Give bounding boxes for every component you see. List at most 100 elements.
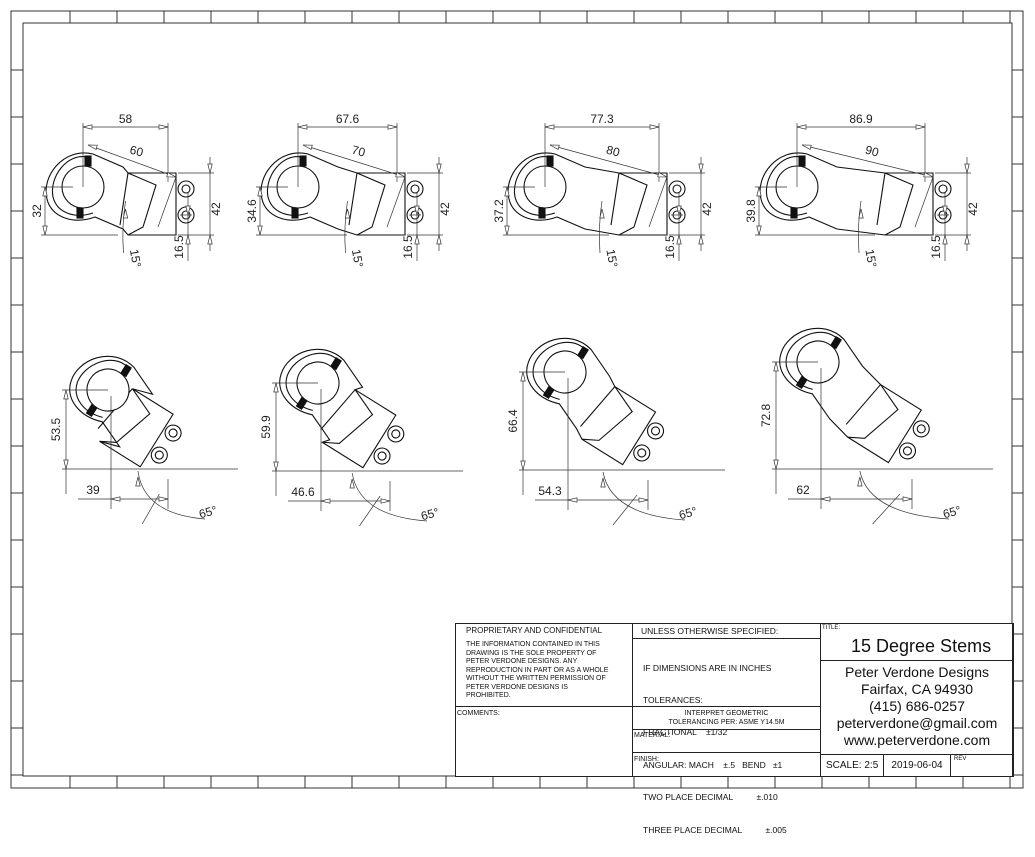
unless-header-cell: UNLESS OTHERWISE SPECIFIED: [632, 623, 821, 639]
dimension-arrow [185, 234, 191, 245]
clamp-slot [577, 346, 589, 360]
extension-line [612, 494, 638, 526]
dimension-arrow [185, 205, 191, 216]
extension-line [359, 495, 381, 527]
geometric-line: TOLERANCING PER: ASME Y14.5M [668, 719, 785, 726]
length-dimension-label: 77.3 [590, 112, 614, 126]
dimension-arrow [414, 234, 420, 245]
angle-label: 15° [603, 248, 620, 269]
angle-label: 65° [677, 504, 698, 522]
geometric-line: INTERPRET GEOMETRIC [684, 710, 769, 717]
clamp-slot [795, 375, 808, 390]
dimension-arrow [395, 172, 406, 178]
stem-body [507, 152, 686, 236]
bolt-hole [168, 428, 178, 438]
finish-cell[interactable]: FINISH: [632, 752, 821, 777]
proprietary-line: PROHIBITED. [466, 692, 511, 699]
offset-dimension-label: 16.5 [401, 235, 415, 259]
stem-body [759, 152, 952, 236]
proprietary-line: PETER VERDONE DESIGNS. ANY [466, 658, 578, 665]
clamp-height-label: 37.2 [492, 199, 506, 223]
bolt-hole [410, 184, 420, 194]
clamp-slot [538, 207, 546, 219]
proprietary-line: THE INFORMATION CONTAINED IN THIS [466, 641, 600, 648]
dimension-arrow [796, 124, 807, 130]
clamp-height-label: 39.8 [744, 199, 758, 223]
material-cell[interactable]: MATERIAL: [632, 729, 821, 753]
stem-rotated [779, 327, 930, 464]
dimension-arrow [42, 225, 48, 236]
dimension-arrow [756, 186, 762, 197]
angle-arc [859, 470, 950, 520]
angle-arc [137, 470, 206, 520]
date-value: 2019-06-04 [891, 760, 943, 771]
stem-facet [610, 172, 620, 226]
angle-label: 65° [419, 505, 440, 523]
bolt-hole [916, 424, 926, 434]
dimension-arrow [773, 361, 779, 372]
dimension-arrow [600, 477, 606, 488]
angle-arc [344, 200, 348, 254]
bolt-hole [650, 426, 661, 436]
angle-arc [351, 472, 428, 522]
proprietary-line: REPRODUCTION IN PART OR AS A WHOLE [466, 666, 609, 674]
stem-body [779, 327, 930, 464]
clamp-slot [830, 336, 842, 350]
angle-arc [857, 200, 862, 254]
drawing-title: 15 Degree Stems [851, 636, 992, 656]
dimension-arrow [63, 459, 69, 470]
stem-body [45, 152, 195, 236]
tolerance-line: TOLERANCES: [643, 694, 703, 705]
dimension-arrow [857, 476, 863, 487]
clamp-slot [798, 155, 806, 167]
angle-arc [602, 471, 686, 521]
reach-dimension-label: 60 [128, 143, 145, 160]
dimension-arrow [520, 371, 526, 382]
angle-label: 65° [941, 503, 962, 521]
extension-line [386, 176, 406, 228]
company-cell: Peter Verdone Designs Fairfax, CA 94930 … [820, 660, 1014, 755]
reach-dimension-label: 54.3 [538, 484, 562, 498]
angle-label: 15° [862, 248, 879, 269]
angle-label: 15° [349, 248, 366, 269]
dimension-arrow [207, 234, 213, 245]
clamp-slot [76, 207, 84, 219]
reach-dimension-label: 80 [605, 143, 622, 160]
face-height-label: 42 [700, 202, 714, 216]
length-dimension-label: 86.9 [849, 112, 873, 126]
title-cell: TITLE: 15 Degree Stems [820, 623, 1014, 661]
extension-line [157, 176, 177, 228]
date-cell: 2019-06-04 [883, 754, 951, 777]
tolerance-line: THREE PLACE DECIMAL ±.005 [643, 824, 787, 835]
stem-facet [581, 386, 633, 441]
dimension-arrow [257, 186, 263, 197]
bolt-hole [391, 429, 401, 439]
comments-label: COMMENTS: [457, 710, 500, 717]
clamp-slot [546, 155, 554, 167]
dimension-line [302, 144, 406, 178]
dimension-arrow [436, 163, 442, 174]
stem-outline [279, 348, 397, 469]
stem-facet [847, 384, 899, 439]
stem-facet [356, 172, 386, 236]
dimension-arrow [158, 124, 169, 130]
clamp-slot [85, 403, 98, 418]
angle-label: 65° [197, 503, 218, 521]
length-dimension-label: 58 [119, 112, 133, 126]
extension-line [648, 176, 668, 228]
clamp-slot [295, 396, 308, 411]
dimension-arrow [380, 498, 391, 504]
tolerance-line: TWO PLACE DECIMAL ±.010 [643, 792, 778, 803]
dimension-arrow [414, 205, 420, 216]
comments-cell[interactable]: COMMENTS: [455, 706, 633, 777]
stem-outline [526, 337, 657, 466]
dimension-arrow [42, 186, 48, 197]
dimension-arrow [923, 172, 934, 178]
scale-value: SCALE: 2:5 [826, 760, 879, 771]
dimension-arrow [698, 163, 704, 174]
dimension-arrow [649, 124, 660, 130]
proprietary-header: PROPRIETARY AND CONFIDENTIAL [466, 626, 603, 635]
